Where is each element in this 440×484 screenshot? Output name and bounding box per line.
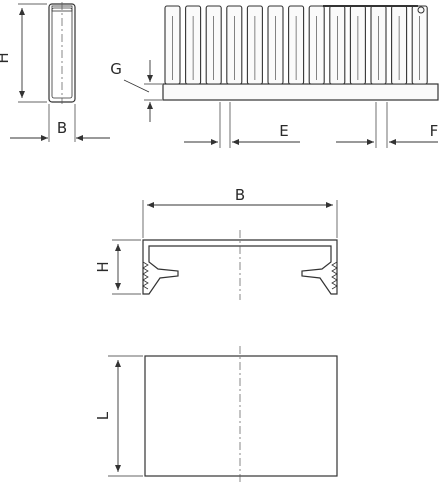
cover-plan-view	[108, 346, 338, 482]
finger-pitch-label: E	[279, 122, 288, 140]
duct-cover-clip	[417, 6, 425, 14]
cover-grip-teeth-left	[142, 261, 149, 290]
duct-section-view	[18, 2, 76, 142]
duct-fingers	[164, 5, 428, 85]
cover-profile	[142, 239, 338, 295]
cover-height-label: H	[94, 261, 112, 272]
duct-base-strip	[162, 83, 439, 101]
cover-section-view	[112, 200, 338, 300]
cover-length-label: L	[94, 411, 112, 420]
slot-gap-label: G	[110, 60, 122, 78]
duct-height-label: H	[0, 52, 12, 63]
cover-plan-outline	[144, 355, 338, 477]
duct-side-view	[162, 5, 439, 101]
slot-gap-leader	[123, 79, 150, 93]
slot-pitch-label: F	[430, 122, 439, 140]
cover-grip-teeth-right	[331, 261, 338, 290]
duct-width-label: B	[57, 119, 67, 137]
cover-width-label: B	[235, 186, 245, 204]
